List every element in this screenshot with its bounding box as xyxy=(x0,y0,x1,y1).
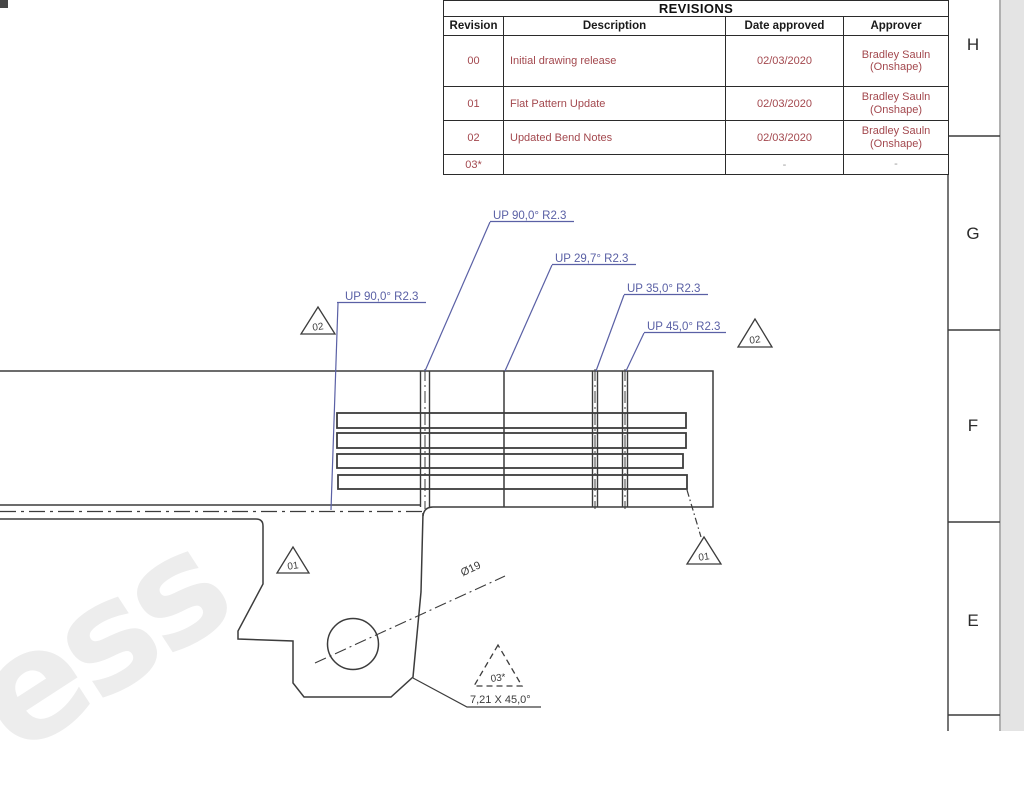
date-cell: 02/03/2020 xyxy=(725,86,844,121)
revision-flag-03-label: 03* xyxy=(490,672,507,685)
zone-label-h: H xyxy=(967,35,979,54)
approver-name: Bradley Sauln xyxy=(861,91,931,103)
zone-label-e: E xyxy=(967,611,978,630)
part-lower-tab xyxy=(0,512,424,698)
revisions-col-date: Date approved xyxy=(725,16,844,36)
description-cell: Updated Bend Notes xyxy=(503,120,726,155)
bend-lines xyxy=(419,369,629,509)
drawing-sheet: UP 90,0° R2.3 UP 90,0° R2.3 UP 29,7° R2.… xyxy=(0,0,1001,731)
chamfer-label: 7,21 X 45,0° xyxy=(470,694,531,706)
revision-flag-01-left-triangle xyxy=(275,545,311,574)
approver-cell: Bradley Sauln (Onshape) xyxy=(842,120,950,155)
description-cell xyxy=(503,154,726,175)
table-row: 03* - - xyxy=(443,154,950,175)
zone-label-g: G xyxy=(966,224,979,243)
slot-4 xyxy=(337,474,688,490)
revision-flag-01-right-label: 01 xyxy=(698,551,711,564)
date-cell: 02/03/2020 xyxy=(725,35,844,87)
approver-org: (Onshape) xyxy=(870,137,922,150)
bend-note-0-label: UP 90,0° R2.3 xyxy=(345,291,418,303)
bend-note-1-label: UP 90,0° R2.3 xyxy=(493,210,566,222)
part-main-band xyxy=(0,370,714,517)
bend-note-2[interactable]: UP 29,7° R2.3 xyxy=(504,253,636,372)
revision-flag-02-left-triangle xyxy=(299,305,337,335)
bend-note-0[interactable]: UP 90,0° R2.3 xyxy=(330,291,426,511)
zone-label-f: F xyxy=(968,416,978,435)
hole-centerline-leader xyxy=(314,575,506,664)
bend-note-3[interactable]: UP 35,0° R2.3 xyxy=(595,283,708,372)
table-row: 01 Flat Pattern Update 02/03/2020 Bradle… xyxy=(443,86,950,121)
description-cell: Flat Pattern Update xyxy=(503,86,726,121)
chamfer-dimension[interactable]: 7,21 X 45,0° xyxy=(412,677,541,708)
revision-flag-01-right[interactable]: 01 xyxy=(685,489,723,565)
revision-flags: 02 02 01 01 03* xyxy=(275,305,774,687)
hole-diameter-label: Ø19 xyxy=(459,559,483,579)
bend-line-3 xyxy=(591,371,599,507)
bend-notes: UP 90,0° R2.3 UP 90,0° R2.3 UP 29,7° R2.… xyxy=(330,210,726,511)
sheet-border: H G F E xyxy=(947,0,1001,731)
approver-org: (Onshape) xyxy=(870,61,922,73)
revisions-col-revision: Revision xyxy=(443,16,504,36)
bend-note-0-leader xyxy=(330,302,339,511)
revision-flag-01-right-triangle xyxy=(685,535,723,565)
revision-cell: 00 xyxy=(443,35,504,87)
revision-flag-01-left-label: 01 xyxy=(287,560,300,573)
bend-note-2-label: UP 29,7° R2.3 xyxy=(555,253,628,265)
revision-cell: 03* xyxy=(443,154,504,175)
date-cell: 02/03/2020 xyxy=(725,120,844,155)
table-row: 00 Initial drawing release 02/03/2020 Br… xyxy=(443,35,950,87)
approver-name: Bradley Sauln xyxy=(861,125,931,137)
revisions-table-title: REVISIONS xyxy=(442,0,950,17)
revision-flag-02-right[interactable]: 02 xyxy=(736,317,774,348)
chamfer-leader xyxy=(412,677,541,708)
slots xyxy=(336,412,688,490)
approver-org: (Onshape) xyxy=(870,103,922,116)
revision-cell: 02 xyxy=(443,120,504,155)
approver-cell: Bradley Sauln (Onshape) xyxy=(842,86,950,121)
revision-flag-02-left[interactable]: 02 xyxy=(299,305,337,335)
bend-note-4-label: UP 45,0° R2.3 xyxy=(647,321,720,333)
bend-note-4-leader xyxy=(625,332,645,372)
revisions-col-description: Description xyxy=(503,16,726,36)
revision-flag-02-left-label: 02 xyxy=(312,321,325,334)
bend-note-3-leader xyxy=(595,294,625,372)
hole-dimension[interactable]: Ø19 xyxy=(314,559,506,671)
slot-2 xyxy=(336,432,687,449)
approver-name: Bradley Sauln xyxy=(861,48,931,61)
table-row: 02 Updated Bend Notes 02/03/2020 Bradley… xyxy=(443,120,950,155)
part-outline xyxy=(0,370,714,698)
revision-flag-01-left[interactable]: 01 xyxy=(275,545,311,574)
screen-corner-artifact xyxy=(0,0,8,8)
bend-line-1 xyxy=(419,371,431,507)
approver-cell: - xyxy=(842,154,950,175)
slot-1 xyxy=(336,412,687,429)
bend-note-1[interactable]: UP 90,0° R2.3 xyxy=(424,210,574,372)
revision-flag-02-right-label: 02 xyxy=(749,334,762,347)
description-cell: Initial drawing release xyxy=(503,35,726,87)
hole-circle xyxy=(326,617,380,671)
revision-cell: 01 xyxy=(443,86,504,121)
revision-flag-02-right-triangle xyxy=(736,317,774,348)
date-cell: - xyxy=(725,154,844,175)
approver-cell: Bradley Sauln (Onshape) xyxy=(842,35,950,87)
bend-note-3-label: UP 35,0° R2.3 xyxy=(627,283,700,295)
zone-tick-lines xyxy=(948,135,1000,716)
bend-note-4[interactable]: UP 45,0° R2.3 xyxy=(625,321,726,372)
revisions-table[interactable]: REVISIONS Revision Description Date appr… xyxy=(442,0,950,175)
slot-3 xyxy=(336,453,684,469)
revision-flag-03-triangle xyxy=(472,643,524,687)
revisions-col-approver: Approver xyxy=(842,16,950,36)
revision-flag-01-right-leader xyxy=(686,489,702,538)
bend-line-4 xyxy=(621,371,629,507)
bend-note-2-leader xyxy=(504,264,553,372)
bend-note-1-leader xyxy=(424,221,491,372)
revision-flag-03[interactable]: 03* xyxy=(472,643,524,687)
page-outside-margin xyxy=(1001,0,1024,731)
